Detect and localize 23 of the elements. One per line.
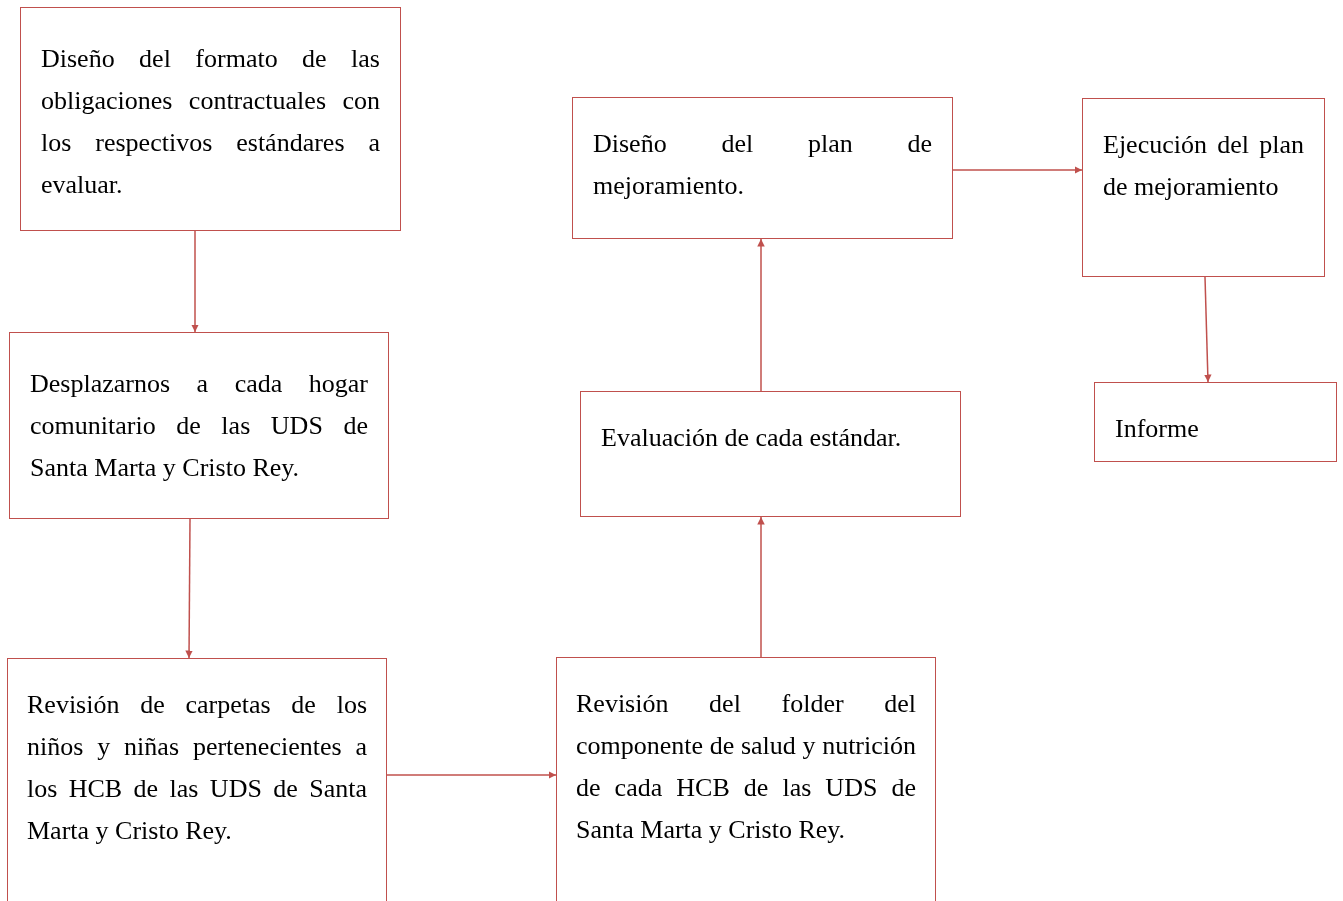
arrow: [185, 518, 193, 659]
arrow: [757, 516, 765, 658]
process-box: [556, 657, 936, 901]
step-text: Diseño del plan de mejoramiento.: [593, 128, 932, 202]
arrow: [757, 238, 765, 392]
process-box: [580, 391, 961, 517]
process-box: [9, 332, 389, 519]
process-box: [572, 97, 953, 239]
arrow: [191, 230, 199, 333]
step-text: Evaluación de cada estándar.: [601, 422, 903, 454]
arrow: [386, 771, 557, 779]
arrow: [952, 166, 1083, 174]
process-box: [1094, 382, 1337, 462]
step-text: Revisión del folder del componente de salud y nutrición de cada HCB de las UDS de Santa Marta y Cristo Rey.: [576, 688, 916, 846]
process-box: [7, 658, 387, 901]
process-box: [20, 7, 401, 231]
step-text: Ejecución del plan de mejoramiento: [1103, 129, 1304, 203]
arrow: [1204, 276, 1212, 383]
process-box: [1082, 98, 1325, 277]
step-text: Revisión de carpetas de los niños y niñas pertenecientes a los HCB de las UDS de Santa Marta y Cristo Rey.: [27, 689, 367, 847]
step-text: Informe: [1115, 413, 1200, 445]
step-text: Diseño del formato de las obligaciones contractuales con los respectivos estándares a evaluar.: [41, 43, 380, 201]
step-text: Desplazarnos a cada hogar comunitario de las UDS de Santa Marta y Cristo Rey.: [30, 368, 368, 484]
